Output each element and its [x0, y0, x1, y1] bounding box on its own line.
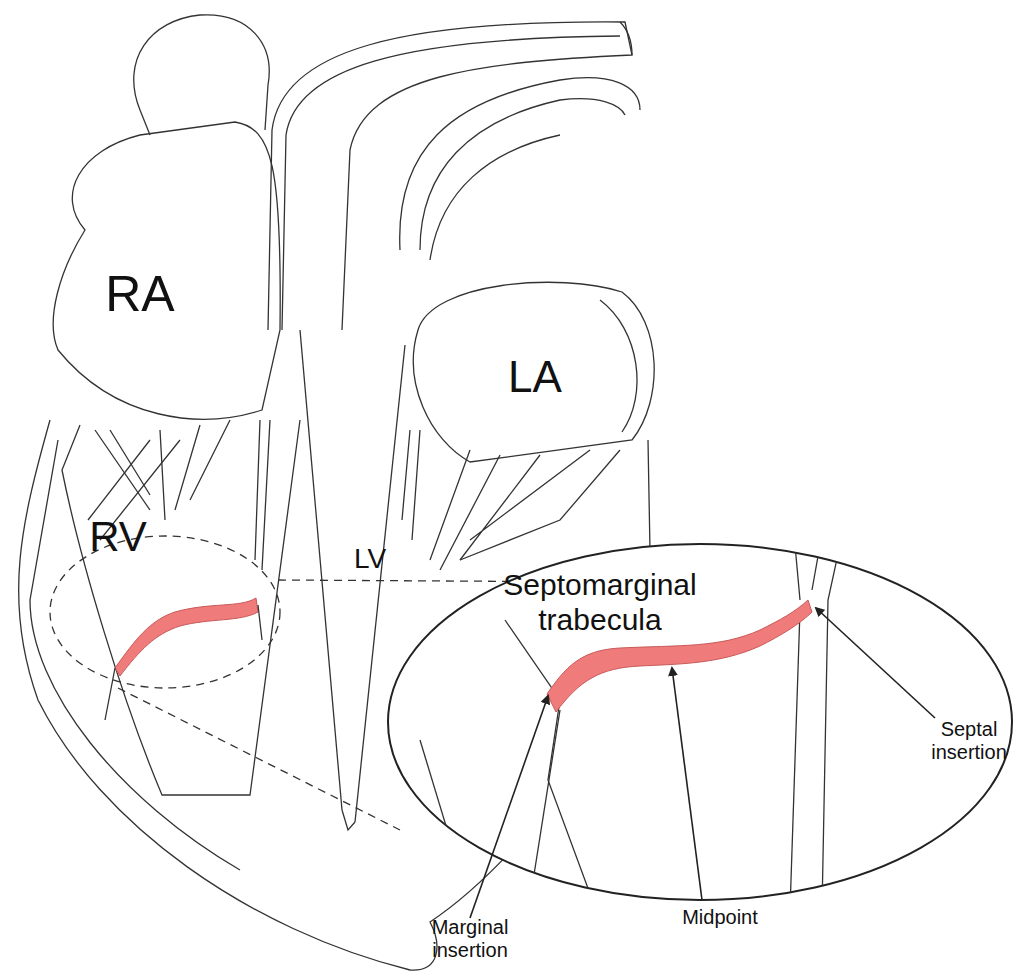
vena-cava	[134, 15, 269, 130]
pulmonary-vessel	[420, 99, 625, 250]
anatomy-label: LA	[465, 352, 605, 403]
zoom-line	[118, 688, 400, 830]
inset-content	[420, 545, 840, 910]
anatomy-label: LV	[320, 543, 420, 575]
pulmonary-vessel	[400, 78, 640, 250]
apex-line	[342, 810, 355, 830]
anatomy-label: RA	[50, 266, 230, 324]
right-ventricle	[62, 420, 300, 795]
atrial-wall	[600, 300, 637, 432]
leader-arrow	[672, 668, 702, 900]
trabecula-edge	[105, 605, 262, 720]
septum-line	[300, 330, 342, 810]
zoom-ellipse	[50, 536, 280, 688]
inset-septum	[822, 545, 840, 910]
anatomy-label: RV	[48, 513, 188, 561]
anatomy-label: Marginal insertion	[412, 916, 528, 962]
aortic-cut	[620, 22, 632, 55]
inset-wall	[530, 710, 560, 900]
inset-wall	[420, 740, 470, 905]
left-atrium	[413, 282, 654, 462]
inset-ellipse	[388, 544, 1012, 900]
septomarginal-trabecula	[115, 598, 258, 676]
chordae	[402, 430, 590, 570]
anatomy-label: Septal insertion	[918, 718, 1020, 764]
vena-cava-edge	[140, 110, 150, 135]
pulmonary-vessel	[430, 135, 560, 260]
leader-arrow	[816, 608, 935, 718]
leader-arrow	[470, 696, 548, 918]
aortic-wall	[282, 36, 620, 330]
chordae	[460, 450, 620, 560]
inset-septum	[790, 610, 800, 910]
inset-chordae	[795, 545, 820, 600]
anatomy-label: Midpoint	[650, 906, 790, 929]
anatomy-label: Septomarginal trabecula	[478, 568, 722, 637]
